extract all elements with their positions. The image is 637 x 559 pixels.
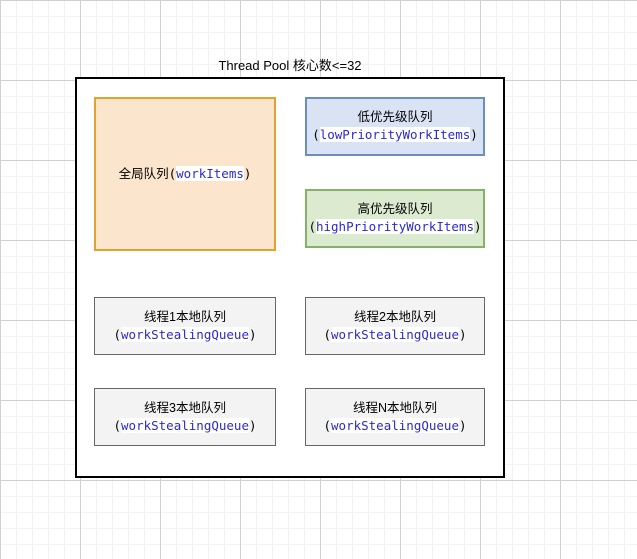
global-queue-label-cn: 全局队列: [118, 167, 169, 181]
thread2-local-queue-label-cn: 线程2本地队列: [354, 309, 436, 324]
thread3-local-queue-label-cn: 线程3本地队列: [144, 400, 226, 415]
thread2-local-queue-open-paren: (: [323, 326, 332, 342]
global-queue-identifier: workItems: [176, 166, 244, 181]
low-priority-queue-identifier-row: (lowPriorityWorkItems): [312, 126, 478, 144]
high-priority-queue-open-paren: (: [308, 219, 316, 234]
low-priority-queue-close-paren: ): [470, 127, 478, 142]
threadN-local-queue-close-paren: ): [458, 417, 467, 433]
low-priority-queue-label-cn: 低优先级队列: [357, 110, 433, 124]
threadN-local-queue-box[interactable]: 线程N本地队列 (workStealingQueue): [305, 388, 485, 446]
high-priority-queue-label-cn: 高优先级队列: [357, 202, 433, 216]
low-priority-queue-open-paren: (: [312, 127, 320, 142]
thread2-local-queue-box[interactable]: 线程2本地队列 (workStealingQueue): [305, 297, 485, 355]
high-priority-queue-identifier: highPriorityWorkItems: [315, 219, 475, 234]
threadN-local-queue-identifier: workStealingQueue: [331, 417, 459, 433]
thread3-local-queue-identifier-row: (workStealingQueue): [114, 417, 257, 435]
high-priority-queue-box[interactable]: 高优先级队列 (highPriorityWorkItems): [305, 189, 485, 248]
threadN-local-queue-open-paren: (: [323, 417, 332, 433]
thread2-local-queue-close-paren: ): [458, 326, 467, 342]
thread3-local-queue-identifier: workStealingQueue: [121, 417, 249, 433]
thread1-local-queue-close-paren: ): [248, 326, 257, 342]
threadN-local-queue-identifier-row: (workStealingQueue): [324, 417, 467, 435]
global-queue-close-paren: ): [243, 166, 252, 181]
thread1-local-queue-box[interactable]: 线程1本地队列 (workStealingQueue): [94, 297, 276, 355]
high-priority-queue-close-paren: ): [474, 219, 482, 234]
thread3-local-queue-open-paren: (: [113, 417, 122, 433]
high-priority-queue-identifier-row: (highPriorityWorkItems): [308, 218, 482, 236]
thread1-local-queue-label-cn: 线程1本地队列: [144, 309, 226, 324]
global-queue-open-paren: (: [168, 166, 177, 181]
low-priority-queue-identifier: lowPriorityWorkItems: [319, 127, 471, 142]
thread2-local-queue-identifier-row: (workStealingQueue): [324, 326, 467, 344]
thread3-local-queue-box[interactable]: 线程3本地队列 (workStealingQueue): [94, 388, 276, 446]
thread1-local-queue-identifier: workStealingQueue: [121, 326, 249, 342]
threadN-local-queue-label-cn: 线程N本地队列: [352, 400, 438, 415]
global-queue-label-row: 全局队列(workItems): [118, 165, 252, 183]
thread1-local-queue-identifier-row: (workStealingQueue): [114, 326, 257, 344]
low-priority-queue-box[interactable]: 低优先级队列 (lowPriorityWorkItems): [305, 97, 485, 156]
global-queue-box[interactable]: 全局队列(workItems): [94, 97, 276, 251]
thread-pool-title: Thread Pool 核心数<=32: [218, 58, 362, 73]
thread3-local-queue-close-paren: ): [248, 417, 257, 433]
thread1-local-queue-open-paren: (: [113, 326, 122, 342]
thread2-local-queue-identifier: workStealingQueue: [331, 326, 459, 342]
